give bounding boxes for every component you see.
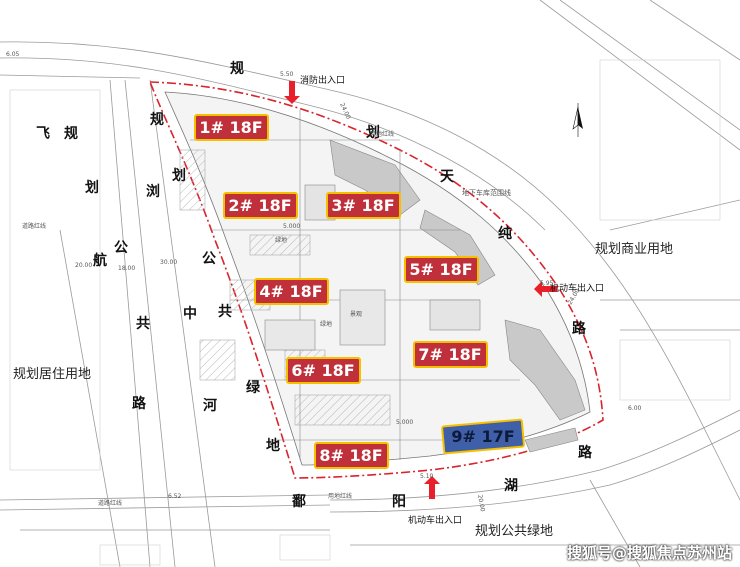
svg-text:鄱: 鄱 xyxy=(291,493,306,510)
building-1[interactable]: 1# 18F xyxy=(194,114,269,141)
east-vehicle-entrance-label: 机动车出入口 xyxy=(550,282,604,294)
svg-text:规: 规 xyxy=(230,61,244,77)
building-8[interactable]: 8# 18F xyxy=(314,442,389,469)
svg-text:飞: 飞 xyxy=(36,126,50,142)
svg-text:6.00: 6.00 xyxy=(628,405,642,412)
commercial-district-label: 规划商业用地 xyxy=(595,242,673,257)
building-7-label: 7# 18F xyxy=(418,345,481,364)
residential-district-label: 规划居住用地 xyxy=(13,367,91,382)
svg-text:中: 中 xyxy=(183,305,197,322)
south-entrance-arrow-icon xyxy=(424,476,440,499)
building-9[interactable]: 9# 17F xyxy=(441,418,525,455)
svg-text:路: 路 xyxy=(578,444,593,461)
svg-text:路: 路 xyxy=(132,395,147,412)
svg-text:5.95: 5.95 xyxy=(540,280,554,287)
svg-text:30.00: 30.00 xyxy=(160,259,177,266)
svg-text:浏: 浏 xyxy=(146,183,160,200)
north-arrow-icon xyxy=(572,103,583,137)
svg-text:5.50: 5.50 xyxy=(280,71,294,78)
svg-text:公: 公 xyxy=(202,251,216,267)
svg-text:共: 共 xyxy=(136,315,150,332)
building-5[interactable]: 5# 18F xyxy=(404,256,479,283)
road-label-south: 鄱 阳 湖 路 xyxy=(291,444,593,510)
svg-text:6.05: 6.05 xyxy=(6,51,20,58)
svg-text:划: 划 xyxy=(172,167,186,184)
svg-text:规: 规 xyxy=(150,112,164,128)
background-blocks xyxy=(9,59,731,566)
road-label-green: 规 划 公 共 绿 地 xyxy=(150,112,280,454)
south-vehicle-entrance-label: 机动车出入口 xyxy=(408,514,462,526)
svg-text:20.00: 20.00 xyxy=(75,262,92,269)
svg-text:地下车库范围线: 地下车库范围线 xyxy=(462,188,511,197)
svg-text:规: 规 xyxy=(64,126,78,142)
svg-text:6.52: 6.52 xyxy=(168,493,182,500)
building-2-label: 2# 18F xyxy=(228,196,291,215)
svg-text:用地红线: 用地红线 xyxy=(328,492,352,500)
svg-text:河: 河 xyxy=(203,397,217,414)
svg-text:道路红线: 道路红线 xyxy=(98,499,122,507)
svg-text:湖: 湖 xyxy=(504,478,518,494)
svg-text:道路红线: 道路红线 xyxy=(22,222,46,230)
building-8-label: 8# 18F xyxy=(319,446,382,465)
svg-text:划: 划 xyxy=(85,179,99,196)
building-6[interactable]: 6# 18F xyxy=(286,357,361,384)
svg-text:5.10: 5.10 xyxy=(420,473,434,480)
svg-text:18.00: 18.00 xyxy=(118,265,135,272)
building-1-label: 1# 18F xyxy=(199,118,262,137)
svg-text:公: 公 xyxy=(114,240,128,256)
building-2[interactable]: 2# 18F xyxy=(223,192,298,219)
building-3-label: 3# 18F xyxy=(331,196,394,215)
road-label-liuzhonghe: 浏 中 河 xyxy=(146,183,217,414)
svg-text:景观: 景观 xyxy=(350,311,362,318)
annotations: 地下车库范围线 用地红线 用地红线 道路红线 道路红线 绿地 绿地 景观 5.0… xyxy=(22,130,511,507)
svg-text:绿地: 绿地 xyxy=(275,236,287,244)
building-5-label: 5# 18F xyxy=(409,260,472,279)
building-7[interactable]: 7# 18F xyxy=(413,341,488,368)
svg-text:阳: 阳 xyxy=(392,494,406,510)
svg-text:24.00: 24.00 xyxy=(338,102,352,121)
watermark: 搜狐号@搜狐焦点苏州站 xyxy=(566,544,732,562)
svg-text:共: 共 xyxy=(218,303,232,320)
svg-text:地: 地 xyxy=(266,437,280,454)
svg-text:纯: 纯 xyxy=(498,225,512,242)
svg-text:天: 天 xyxy=(440,169,455,185)
building-4[interactable]: 4# 18F xyxy=(254,278,329,305)
svg-text:5.000: 5.000 xyxy=(396,419,413,426)
buildings: 1# 18F 2# 18F 3# 18F 4# 18F 5# 18F 6# 18… xyxy=(194,114,525,469)
building-6-label: 6# 18F xyxy=(291,361,354,380)
road-label-west: 飞 规 划 公 航 共 路 xyxy=(36,126,150,412)
svg-text:航: 航 xyxy=(93,252,107,269)
building-3[interactable]: 3# 18F xyxy=(326,192,401,219)
svg-text:划: 划 xyxy=(366,124,380,141)
fire-entrance-label: 消防出入口 xyxy=(300,74,345,86)
fire-entrance-arrow-icon xyxy=(284,81,300,104)
svg-text:20.00: 20.00 xyxy=(476,494,486,512)
building-4-label: 4# 18F xyxy=(259,282,322,301)
svg-text:5.000: 5.000 xyxy=(283,223,300,230)
svg-text:绿地: 绿地 xyxy=(320,320,332,328)
building-9-label: 9# 17F xyxy=(451,427,514,446)
public-green-label: 规划公共绿地 xyxy=(475,524,553,539)
svg-text:用地红线: 用地红线 xyxy=(370,130,394,138)
east-entrance-arrow-icon xyxy=(534,281,557,297)
svg-text:路: 路 xyxy=(572,320,587,337)
road-label-north: 规 划 天 纯 路 xyxy=(230,61,587,337)
svg-text:绿: 绿 xyxy=(246,379,261,396)
entrance-arrows xyxy=(284,81,557,499)
